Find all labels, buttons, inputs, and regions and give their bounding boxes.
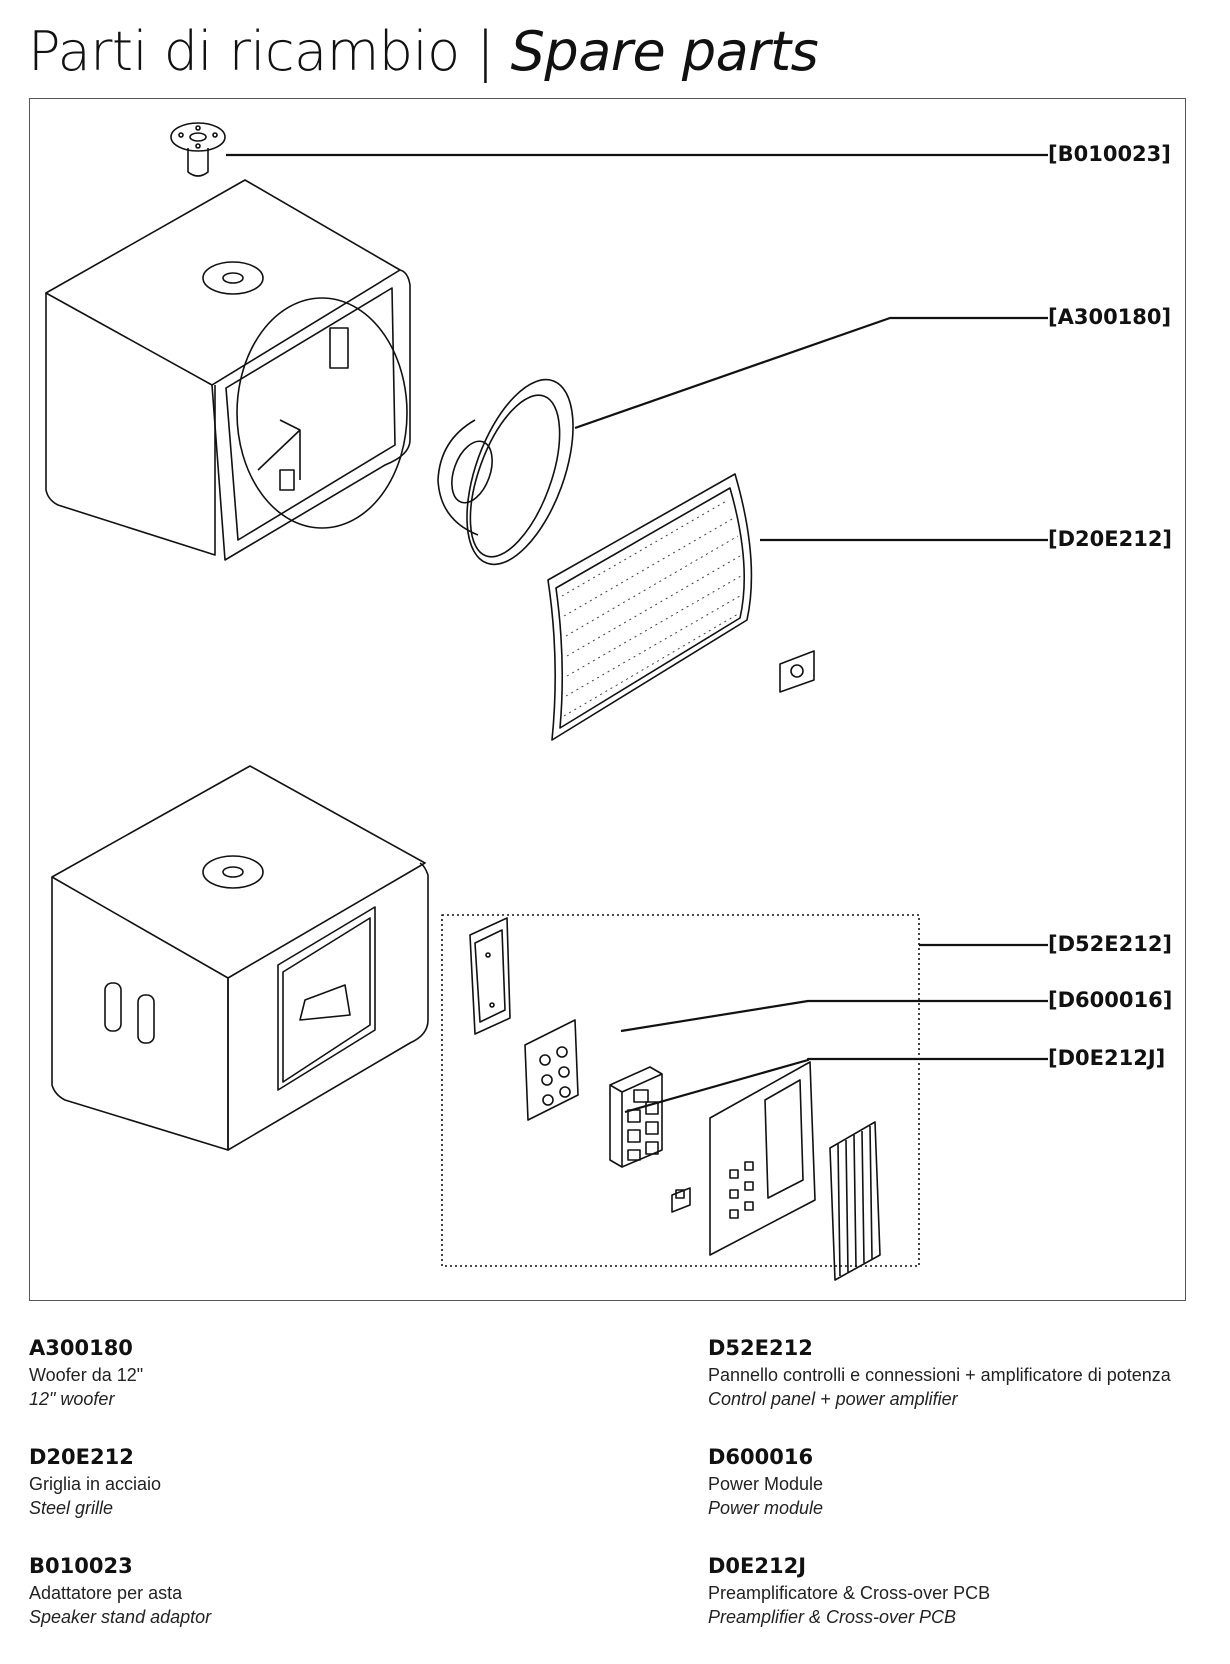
exploded-view-frame — [29, 98, 1186, 1301]
stand-adaptor-drawing — [170, 122, 226, 177]
part-name-italian: Pannello controlli e connessioni + ampli… — [708, 1365, 1171, 1385]
part-code: D0E212J — [708, 1554, 807, 1578]
heatsink-drawing — [829, 1121, 881, 1281]
part-code: D600016 — [708, 1445, 814, 1469]
leader-lines — [226, 153, 1048, 1114]
control-panel-drawing — [671, 1061, 816, 1256]
preamp-pcb-drawing — [469, 917, 511, 1035]
part-entry-d52e212: D52E212 Pannello controlli e connessioni… — [708, 1336, 1228, 1410]
power-module-drawing — [524, 1019, 579, 1121]
part-name-english: Steel grille — [29, 1498, 114, 1518]
part-name-english: 12" woofer — [29, 1389, 115, 1409]
title-italian: Parti di ricambio | — [28, 20, 494, 83]
callout-d52e212: [D52E212] — [1048, 932, 1173, 956]
woofer-drawing — [437, 378, 574, 566]
part-code: A300180 — [29, 1336, 133, 1360]
electronics-group-outline — [441, 914, 920, 1267]
callout-a300180: [A300180] — [1048, 305, 1172, 329]
part-entry-d600016: D600016 Power Module Power module — [708, 1445, 1228, 1519]
callout-d0e212j: [D0E212J] — [1048, 1046, 1166, 1070]
part-name-italian: Power Module — [708, 1474, 824, 1494]
part-entry-d20e212: D20E212 Griglia in acciaio Steel grille — [29, 1445, 549, 1519]
part-code: B010023 — [29, 1554, 133, 1578]
part-name-english: Control panel + power amplifier — [708, 1389, 958, 1409]
part-name-english: Preamplifier & Cross-over PCB — [708, 1607, 957, 1627]
title-english: Spare parts — [510, 20, 819, 83]
part-entry-d0e212j: D0E212J Preamplificatore & Cross-over PC… — [708, 1554, 1228, 1628]
part-code: D20E212 — [29, 1445, 134, 1469]
part-entry-a300180: A300180 Woofer da 12" 12" woofer — [29, 1336, 549, 1410]
callout-d600016: [D600016] — [1048, 988, 1173, 1012]
cabinet-open-drawing — [45, 179, 411, 561]
grille-drawing — [547, 473, 815, 741]
part-name-italian: Woofer da 12" — [29, 1365, 144, 1385]
cabinet-closed-drawing — [51, 765, 429, 1151]
part-name-italian: Griglia in acciaio — [29, 1474, 162, 1494]
part-name-english: Speaker stand adaptor — [29, 1607, 212, 1627]
part-entry-b010023: B010023 Adattatore per asta Speaker stan… — [29, 1554, 549, 1628]
page-title: Parti di ricambio | Spare parts — [28, 20, 819, 83]
part-name-italian: Preamplificatore & Cross-over PCB — [708, 1583, 991, 1603]
callout-d20e212: [D20E212] — [1048, 527, 1173, 551]
part-code: D52E212 — [708, 1336, 813, 1360]
part-name-english: Power module — [708, 1498, 824, 1518]
part-name-italian: Adattatore per asta — [29, 1583, 183, 1603]
connector-block-drawing — [609, 1066, 663, 1168]
callout-b010023: [B010023] — [1048, 142, 1171, 166]
